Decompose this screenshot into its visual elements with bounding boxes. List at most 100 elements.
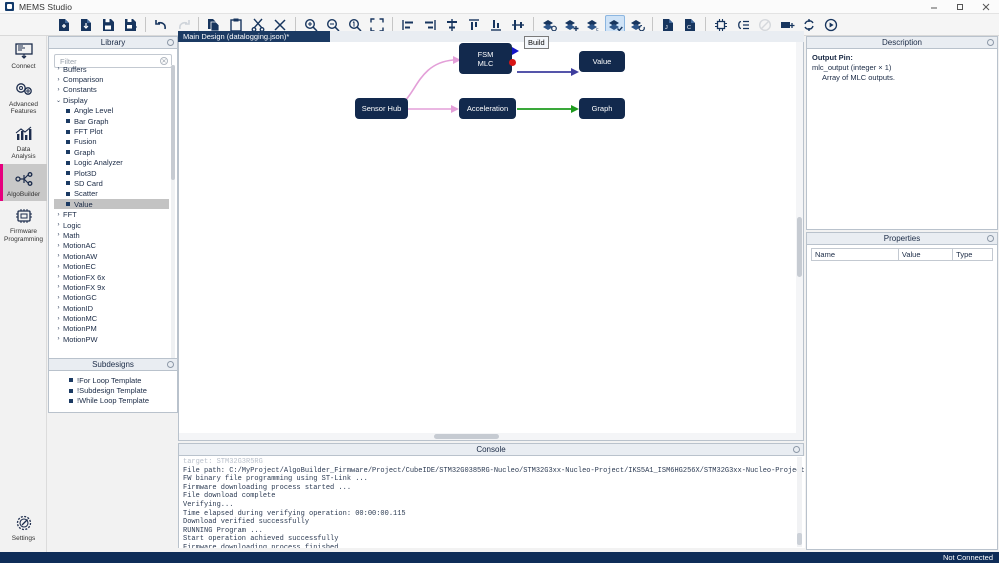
library-tree-item[interactable]: ›MotionMC bbox=[54, 313, 169, 323]
library-tree-item[interactable]: Graph bbox=[54, 147, 169, 157]
paste-button[interactable] bbox=[226, 15, 246, 35]
chevron-right-icon[interactable]: › bbox=[57, 274, 60, 280]
library-tree-item[interactable]: ›Math bbox=[54, 230, 169, 240]
align-right-button[interactable] bbox=[420, 15, 440, 35]
library-tree-item[interactable]: ›MotionPM bbox=[54, 324, 169, 334]
library-tree-item[interactable]: Angle Level bbox=[54, 106, 169, 116]
library-scrollbar[interactable] bbox=[171, 65, 175, 365]
library-tree-item[interactable]: ›MotionAW bbox=[54, 251, 169, 261]
chevron-right-icon[interactable]: › bbox=[57, 242, 60, 249]
fsm-mlc-node[interactable]: FSM MLC bbox=[459, 43, 519, 74]
save-as-design-button[interactable] bbox=[120, 15, 140, 35]
chevron-right-icon[interactable]: › bbox=[57, 294, 60, 301]
chevron-right-icon[interactable]: › bbox=[57, 76, 60, 83]
generate-code-button[interactable] bbox=[539, 15, 559, 35]
tab-main-design[interactable]: Main Design (datalogging.json)* bbox=[178, 31, 330, 42]
properties-column-header[interactable]: Value bbox=[897, 248, 954, 261]
console-scroll-thumb[interactable] bbox=[797, 533, 802, 545]
library-tree-item[interactable]: ⌄Display bbox=[54, 95, 169, 105]
library-tree-item[interactable]: ›MotionID bbox=[54, 303, 169, 313]
rail-item-connect[interactable]: Connect bbox=[0, 36, 47, 74]
copy-button[interactable] bbox=[204, 15, 224, 35]
zoom-out-button[interactable] bbox=[323, 15, 343, 35]
rail-item-algobuilder[interactable]: AlgoBuilder bbox=[0, 163, 47, 201]
zoom-reset-button[interactable] bbox=[345, 15, 365, 35]
align-left-button[interactable] bbox=[398, 15, 418, 35]
properties-column-header[interactable]: Type bbox=[952, 248, 993, 261]
subdesigns-dock-icon[interactable] bbox=[167, 361, 174, 368]
redo-button[interactable] bbox=[173, 15, 193, 35]
chevron-right-icon[interactable]: › bbox=[57, 263, 60, 270]
rail-item-advanced-features[interactable]: Advanced Features bbox=[0, 74, 47, 119]
value-node[interactable]: Value bbox=[579, 51, 625, 72]
fsm-mlc-output-pin-red[interactable] bbox=[508, 59, 516, 66]
save-design-button[interactable] bbox=[98, 15, 118, 35]
chevron-right-icon[interactable]: › bbox=[57, 222, 60, 229]
fit-to-screen-button[interactable] bbox=[367, 15, 387, 35]
graph-node[interactable]: Graph bbox=[579, 98, 625, 119]
rail-item-data-analysis[interactable]: Data Analysis bbox=[0, 119, 47, 164]
align-top-button[interactable] bbox=[464, 15, 484, 35]
library-tree-item[interactable]: ›MotionGC bbox=[54, 293, 169, 303]
library-tree-item[interactable]: Fusion bbox=[54, 137, 169, 147]
rail-item-firmware-programming[interactable]: Firmware Programming bbox=[0, 201, 47, 246]
properties-column-header[interactable]: Name bbox=[811, 248, 899, 261]
library-dock-icon[interactable] bbox=[167, 39, 174, 46]
chevron-right-icon[interactable]: › bbox=[57, 284, 60, 291]
stop-button[interactable] bbox=[755, 15, 775, 35]
align-bottom-button[interactable] bbox=[486, 15, 506, 35]
library-tree-item[interactable]: Bar Graph bbox=[54, 116, 169, 126]
undo-button[interactable] bbox=[151, 15, 171, 35]
library-tree-item[interactable]: ›MotionFX 6x bbox=[54, 272, 169, 282]
json-file-button[interactable]: J bbox=[658, 15, 678, 35]
library-filter-box[interactable]: ✕ bbox=[54, 54, 172, 68]
close-button[interactable] bbox=[973, 0, 999, 14]
chevron-right-icon[interactable]: › bbox=[57, 232, 60, 239]
library-tree-item[interactable]: FFT Plot bbox=[54, 126, 169, 136]
library-tree-item[interactable]: ›Logic bbox=[54, 220, 169, 230]
maximize-button[interactable] bbox=[947, 0, 973, 14]
zoom-in-button[interactable] bbox=[301, 15, 321, 35]
subdesign-item[interactable]: !Subdesign Template bbox=[57, 385, 177, 395]
console-button[interactable] bbox=[777, 15, 797, 35]
canvas-hscroll-thumb[interactable] bbox=[434, 434, 499, 439]
library-tree-item[interactable]: ›MotionFX 9x bbox=[54, 282, 169, 292]
library-tree-item[interactable]: Logic Analyzer bbox=[54, 158, 169, 168]
delete-button[interactable] bbox=[270, 15, 290, 35]
library-tree-item[interactable]: SD Card bbox=[54, 178, 169, 188]
flow-button[interactable] bbox=[733, 15, 753, 35]
align-middle-button[interactable] bbox=[508, 15, 528, 35]
chevron-right-icon[interactable]: › bbox=[57, 86, 60, 93]
library-tree-item[interactable]: ›Constants bbox=[54, 85, 169, 95]
chevron-right-icon[interactable]: › bbox=[57, 336, 60, 343]
open-design-button[interactable] bbox=[76, 15, 96, 35]
chevron-right-icon[interactable]: › bbox=[57, 315, 60, 322]
properties-dock-icon[interactable] bbox=[987, 235, 994, 242]
refresh-button[interactable] bbox=[799, 15, 819, 35]
console-dock-icon[interactable] bbox=[793, 446, 800, 453]
firmware-button[interactable] bbox=[711, 15, 731, 35]
library-tree-item[interactable]: ›Buffers bbox=[54, 64, 169, 74]
sensor-hub-node[interactable]: Sensor Hub bbox=[355, 98, 408, 119]
clear-filter-icon[interactable]: ✕ bbox=[160, 57, 168, 65]
chevron-right-icon[interactable]: › bbox=[57, 325, 60, 332]
build-button[interactable] bbox=[605, 14, 625, 35]
run-button[interactable] bbox=[821, 15, 841, 35]
library-tree-item[interactable]: ›MotionEC bbox=[54, 261, 169, 271]
rail-item-settings[interactable]: Settings bbox=[0, 508, 47, 546]
align-center-vertical-button[interactable] bbox=[442, 15, 462, 35]
new-design-button[interactable] bbox=[54, 15, 74, 35]
subdesign-item[interactable]: !For Loop Template bbox=[57, 375, 177, 385]
library-tree-item[interactable]: ›Comparison bbox=[54, 74, 169, 84]
library-tree-item[interactable]: Value bbox=[54, 199, 169, 210]
canvas-horizontal-scrollbar[interactable] bbox=[179, 433, 803, 440]
chevron-right-icon[interactable]: › bbox=[57, 253, 60, 260]
acceleration-node[interactable]: Acceleration bbox=[459, 98, 516, 119]
library-tree-item[interactable]: Plot3D bbox=[54, 168, 169, 178]
library-filter-input[interactable] bbox=[58, 55, 160, 67]
c-file-button[interactable]: C bbox=[680, 15, 700, 35]
subdesign-item[interactable]: !While Loop Template bbox=[57, 396, 177, 406]
